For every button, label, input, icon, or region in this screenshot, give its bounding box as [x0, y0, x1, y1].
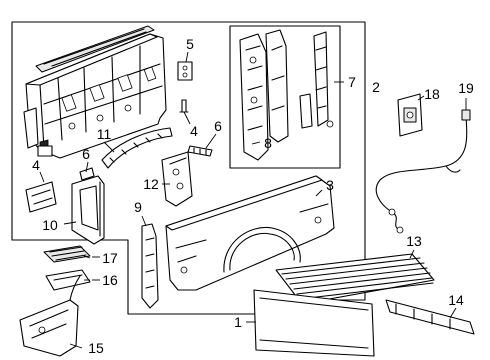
callout-12: 12 — [143, 176, 159, 192]
callout-6-left: 6 — [82, 146, 90, 162]
part-12-bracket — [161, 151, 193, 207]
part-16-tray — [45, 269, 91, 291]
part-13-bed-floor — [275, 253, 435, 305]
part-6-clip-left — [79, 167, 95, 181]
callout-8: 8 — [264, 135, 272, 151]
callout-4-upper: 4 — [190, 123, 198, 139]
callout-13: 13 — [406, 233, 422, 249]
part-8-inner-panels — [239, 29, 334, 161]
part-4-clip-upper — [179, 99, 189, 113]
callout-15: 15 — [88, 340, 104, 356]
callout-19: 19 — [458, 80, 474, 96]
callout-18: 18 — [424, 86, 440, 102]
part-4-clip-lower — [37, 145, 53, 157]
part-10-corner-panel — [71, 175, 105, 245]
callout-1: 1 — [234, 314, 242, 330]
part-6-strip-upper — [187, 145, 213, 157]
part-17-insert — [43, 245, 91, 263]
part-3-side-panel — [165, 175, 335, 291]
callout-10: 10 — [42, 217, 58, 233]
callout-14: 14 — [448, 292, 464, 308]
callout-16: 16 — [102, 272, 118, 288]
part-19-wiring-harness — [375, 109, 471, 234]
part-1-tailgate — [253, 289, 375, 357]
callout-17: 17 — [102, 250, 118, 266]
front-panel — [23, 25, 167, 159]
part-9-corner-pillar — [141, 223, 159, 309]
callout-3: 3 — [326, 177, 334, 193]
part-5-bracket — [177, 61, 193, 81]
part-4-small-panel — [25, 181, 57, 213]
callout-4-left: 4 — [32, 157, 40, 173]
callout-9: 9 — [134, 199, 142, 215]
callout-7: 7 — [348, 74, 356, 90]
callout-2: 2 — [372, 79, 380, 95]
leader-lines — [39, 51, 467, 349]
callout-6-upper: 6 — [214, 118, 222, 134]
part-11-wheelhouse-arch — [101, 127, 173, 169]
part-18-connector — [397, 93, 423, 137]
inner-panel-group-outline — [229, 25, 341, 169]
callout-labels: 5 4 6 11 6 4 12 10 9 8 7 2 3 17 16 15 1 … — [32, 36, 474, 356]
callout-5: 5 — [186, 36, 194, 52]
callout-11: 11 — [97, 126, 112, 142]
part-14-rail-strip — [385, 299, 475, 335]
